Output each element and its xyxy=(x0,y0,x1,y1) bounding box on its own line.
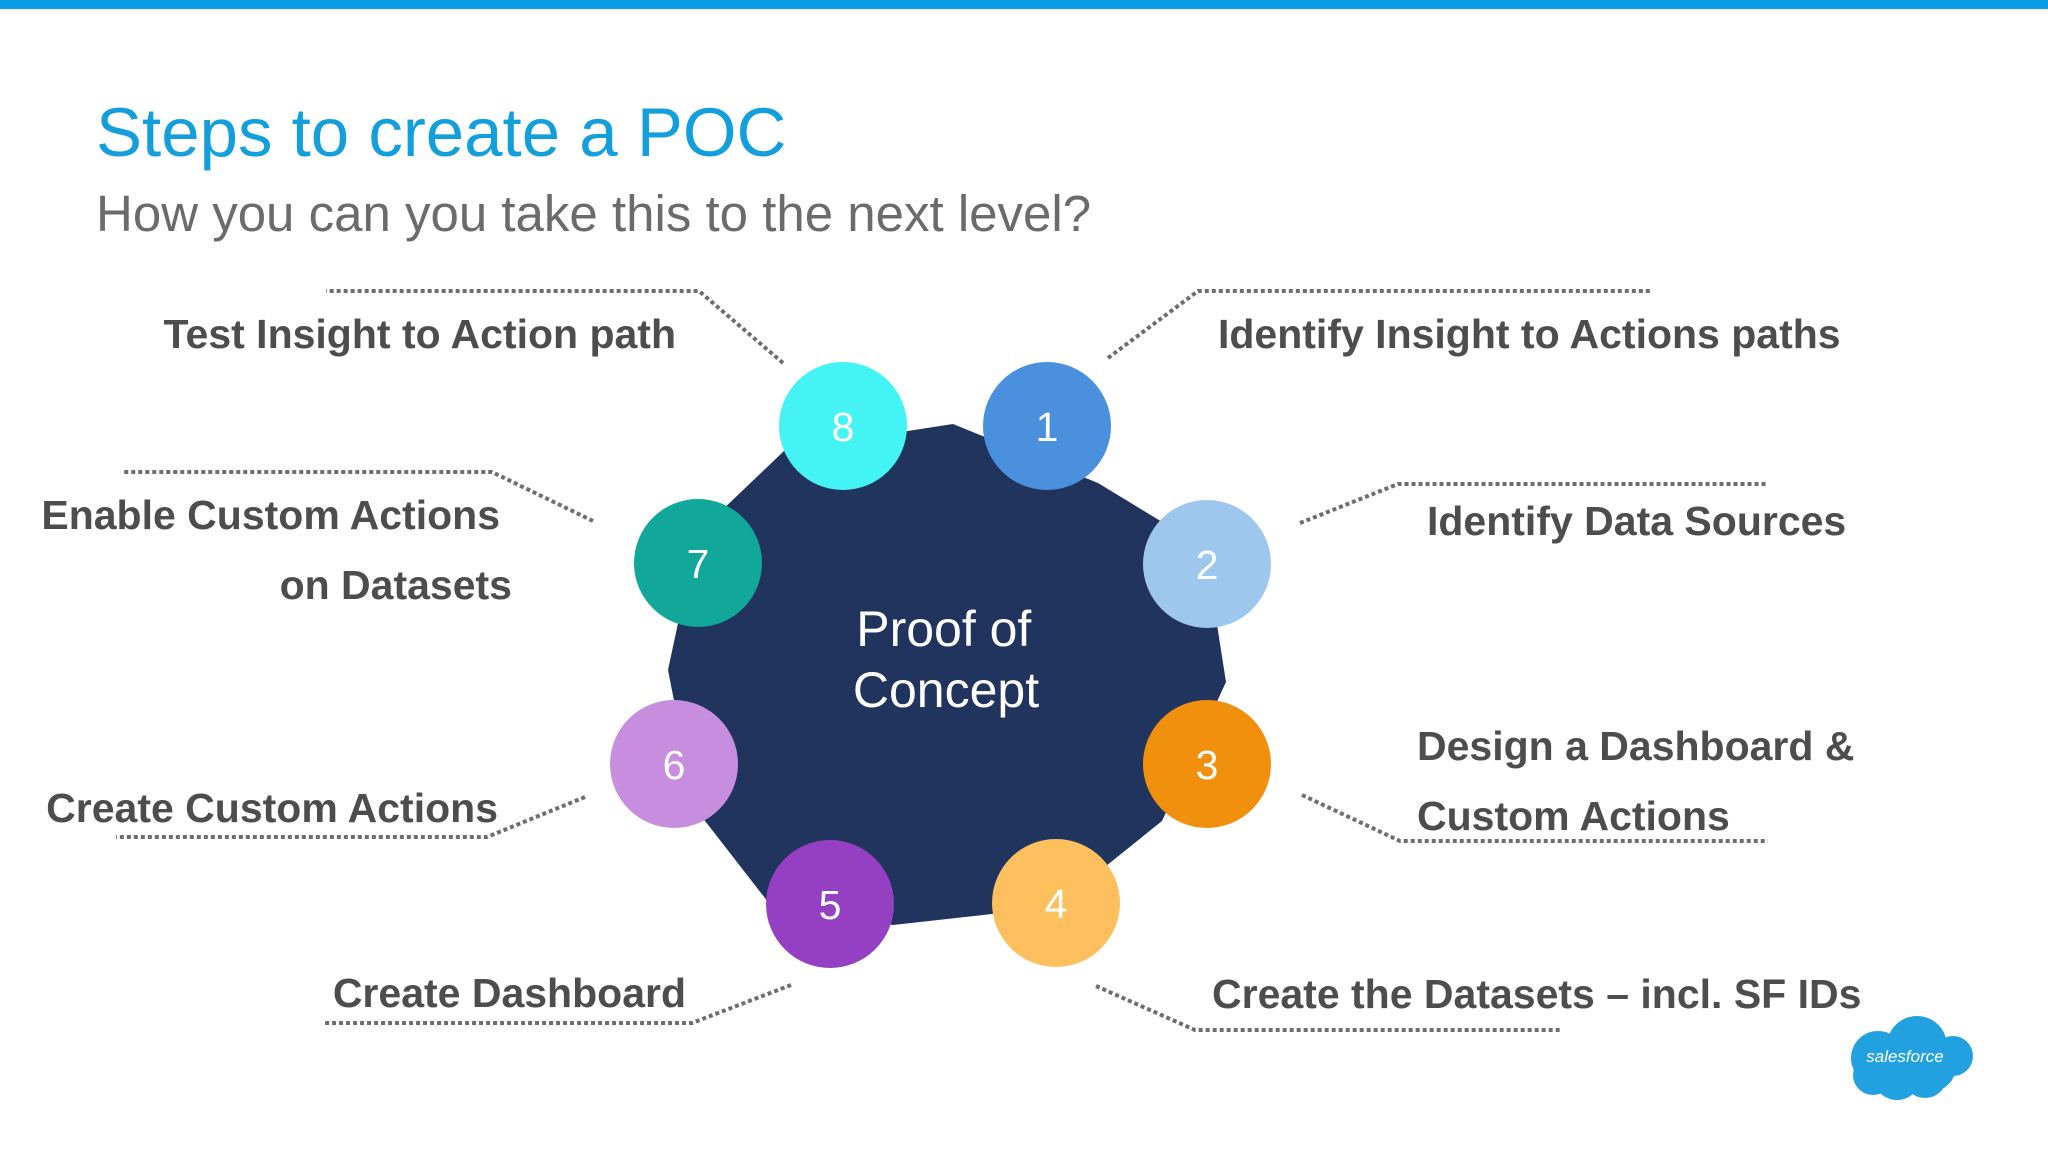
slide-title: Steps to create a POC xyxy=(96,94,787,171)
top-accent-bar xyxy=(0,0,2048,9)
step-1-number: 1 xyxy=(1036,404,1059,450)
step-2: 2 xyxy=(1143,500,1271,628)
step-4: 4 xyxy=(992,839,1120,967)
step-3-label-line-2: Custom Actions xyxy=(1417,793,1730,839)
leader-line-3 xyxy=(1301,793,1768,843)
step-5: 5 xyxy=(766,840,894,968)
salesforce-logo-text: salesforce xyxy=(1866,1047,1943,1066)
leader-line-8 xyxy=(326,289,785,365)
leader-line-6 xyxy=(116,795,586,839)
step-8-label: Test Insight to Action path xyxy=(164,311,676,357)
core-label: Proof of Concept xyxy=(853,601,1039,718)
step-2-label: Identify Data Sources xyxy=(1427,498,1846,544)
core-label-line-2: Concept xyxy=(853,662,1039,718)
step-7-number: 7 xyxy=(687,541,710,587)
step-7-label-line-1: Enable Custom Actions xyxy=(41,492,500,538)
salesforce-logo: salesforce xyxy=(1851,1016,1973,1100)
step-3: 3 xyxy=(1143,700,1271,828)
slide-subtitle: How you can you take this to the next le… xyxy=(96,185,1092,242)
core-label-line-1: Proof of xyxy=(856,601,1031,657)
step-5-label: Create Dashboard xyxy=(333,970,686,1016)
step-8-number: 8 xyxy=(832,404,855,450)
leader-line-7 xyxy=(124,470,594,523)
step-6-number: 6 xyxy=(663,742,686,788)
leader-line-2 xyxy=(1299,482,1768,525)
leader-line-1 xyxy=(1106,289,1650,360)
step-3-number: 3 xyxy=(1196,742,1219,788)
step-4-label: Create the Datasets – incl. SF IDs xyxy=(1212,971,1861,1017)
step-6: 6 xyxy=(610,700,738,828)
step-8: 8 xyxy=(779,362,907,490)
step-1: 1 xyxy=(983,362,1111,490)
step-6-label: Create Custom Actions xyxy=(46,785,498,831)
step-2-number: 2 xyxy=(1196,542,1219,588)
step-3-label-line-1: Design a Dashboard & xyxy=(1417,723,1854,769)
leader-line-4 xyxy=(1095,984,1560,1032)
step-5-number: 5 xyxy=(819,882,842,928)
step-1-label: Identify Insight to Actions paths xyxy=(1218,311,1841,357)
step-7: 7 xyxy=(634,499,762,627)
leader-lines xyxy=(116,289,1768,1032)
leader-line-5 xyxy=(325,983,792,1025)
step-4-number: 4 xyxy=(1045,881,1068,927)
proof-of-concept-core xyxy=(668,424,1226,925)
step-7-label-line-2: on Datasets xyxy=(280,562,512,608)
